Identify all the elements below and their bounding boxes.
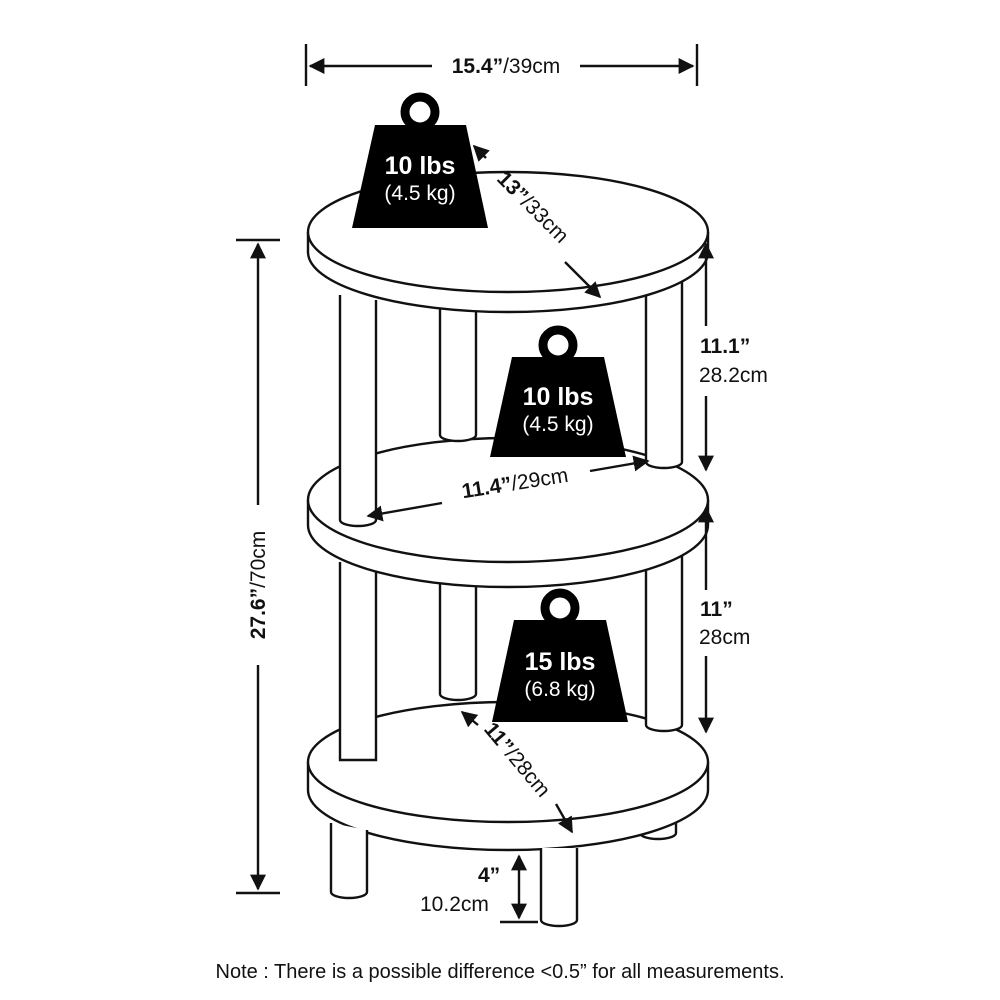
weight-top-kg: (4.5 kg) bbox=[384, 182, 455, 205]
shelf-unit-illustration bbox=[306, 170, 710, 928]
front-leg-left bbox=[329, 823, 369, 900]
leg-height-value: 4” bbox=[478, 864, 500, 887]
weight-icon-middle: 10 lbs (4.5 kg) bbox=[490, 325, 626, 457]
front-leg-right bbox=[539, 848, 579, 928]
lower-post-rear-left bbox=[438, 582, 478, 702]
bottom-shelf bbox=[306, 700, 710, 852]
weight-icon-bottom: 15 lbs (6.8 kg) bbox=[492, 588, 628, 722]
weight-top-lbs: 10 lbs bbox=[385, 152, 456, 180]
upper-post-front-left bbox=[338, 295, 378, 528]
width-label: 15.4”/39cm bbox=[452, 55, 561, 78]
lower-post-front-right bbox=[644, 540, 684, 733]
upper-gap-value: 11.1” bbox=[700, 335, 750, 358]
total-height-label: 27.6”/70cm bbox=[247, 531, 270, 640]
upper-post-rear-left bbox=[438, 305, 478, 443]
upper-gap-unit: 28.2cm bbox=[699, 364, 768, 387]
measurement-note: Note : There is a possible difference <0… bbox=[216, 961, 785, 983]
lower-gap-value: 11” bbox=[700, 598, 733, 621]
lower-gap-unit: 28cm bbox=[699, 626, 750, 649]
weight-icon-top: 10 lbs (4.5 kg) bbox=[352, 92, 488, 228]
weight-bottom-lbs: 15 lbs bbox=[525, 648, 596, 676]
leg-height-unit: 10.2cm bbox=[420, 893, 489, 916]
dimension-lines bbox=[236, 44, 714, 924]
upper-post-front-right bbox=[644, 270, 684, 470]
weight-middle-kg: (4.5 kg) bbox=[522, 413, 593, 436]
weight-bottom-kg: (6.8 kg) bbox=[524, 678, 595, 701]
weight-middle-lbs: 10 lbs bbox=[523, 383, 594, 411]
lower-post-front-left bbox=[338, 562, 378, 762]
